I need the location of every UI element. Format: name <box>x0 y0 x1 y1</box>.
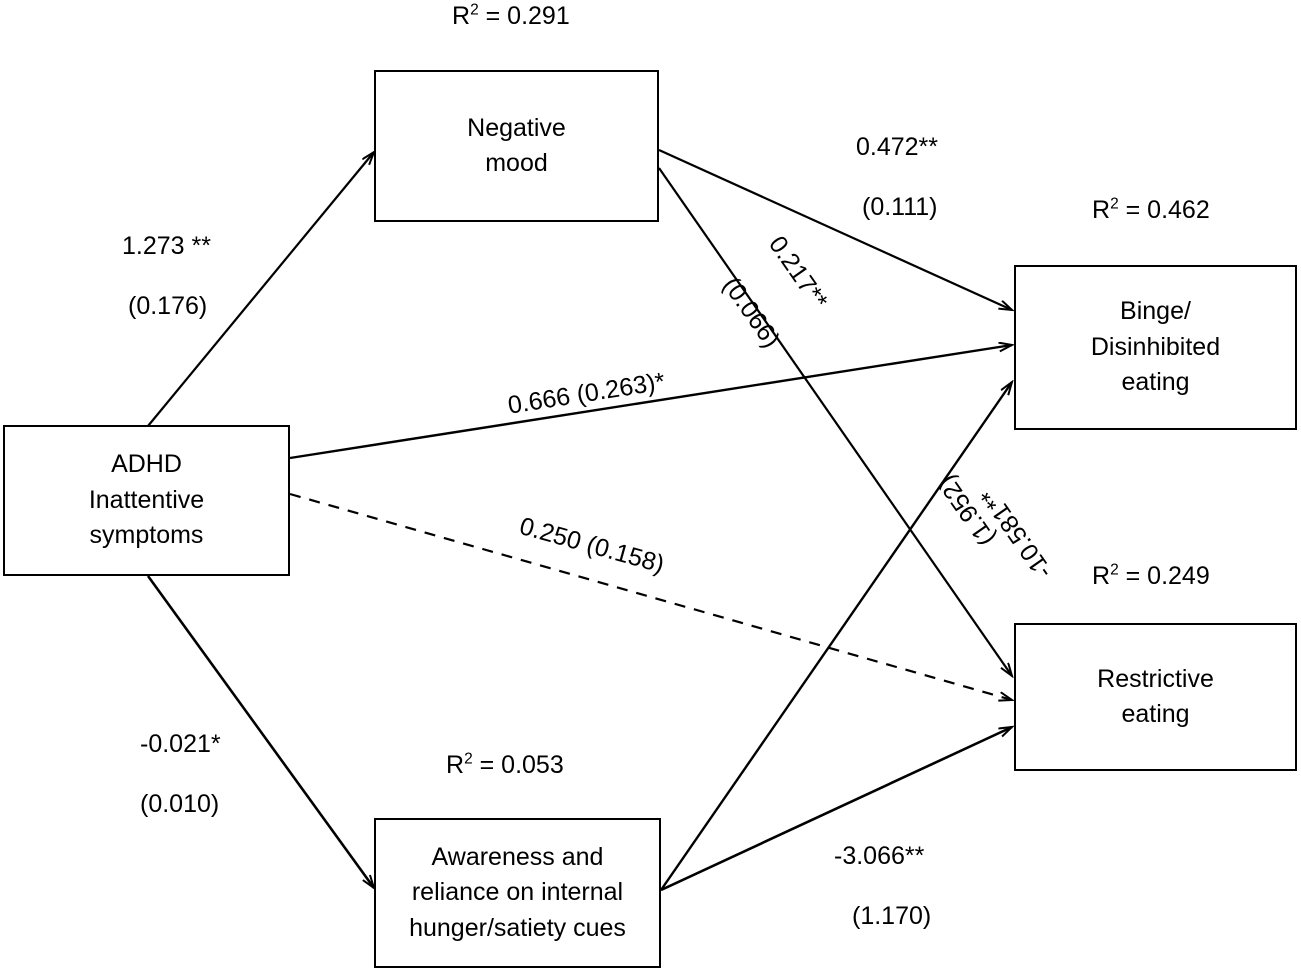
r-squared-exponent: 2 <box>1110 195 1119 213</box>
edge-label-adhd-awareness-se: (0.010) <box>140 790 220 818</box>
r-squared-symbol: R <box>1092 562 1111 590</box>
edge-label-adhd-negmood-estimate: 1.273 ** <box>122 232 211 260</box>
r-squared-symbol: R <box>446 751 465 779</box>
node-negative-mood[interactable]: Negative mood <box>374 70 659 222</box>
edge-label-negmood-binge-se: (0.111) <box>862 193 938 221</box>
edge-adhd-to-binge <box>289 345 1012 460</box>
r-squared-exponent: 2 <box>1110 561 1119 579</box>
edge-awareness-to-binge <box>660 382 1012 891</box>
r-squared-symbol: R <box>1092 196 1111 224</box>
r-squared-value: = 0.053 <box>472 751 564 779</box>
node-restrictive[interactable]: Restrictive eating <box>1014 623 1297 771</box>
edge-negative-mood-to-binge <box>658 148 1012 310</box>
edge-label-adhd-awareness-estimate: -0.021* <box>140 730 221 758</box>
node-awareness[interactable]: Awareness and reliance on internal hunge… <box>374 818 661 968</box>
r-squared-value: = 0.249 <box>1118 562 1210 590</box>
r-squared-negative-mood: R2 = 0.291 <box>452 2 570 31</box>
r-squared-restrictive: R2 = 0.249 <box>1092 562 1210 591</box>
edge-negative-mood-to-restrictive <box>658 167 1012 676</box>
r-squared-symbol: R <box>452 2 471 30</box>
edge-label-awareness-restrictive-estimate: -3.066** <box>834 842 925 870</box>
r-squared-exponent: 2 <box>464 750 473 768</box>
r-squared-value: = 0.462 <box>1118 196 1210 224</box>
edge-adhd-to-awareness <box>146 575 374 888</box>
node-adhd[interactable]: ADHD Inattentive symptoms <box>3 425 290 576</box>
node-binge[interactable]: Binge/ Disinhibited eating <box>1014 265 1297 430</box>
r-squared-awareness: R2 = 0.053 <box>446 751 564 780</box>
edge-label-negmood-binge-estimate: 0.472** <box>856 133 939 161</box>
r-squared-value: = 0.291 <box>478 2 570 30</box>
edge-label-adhd-negmood-se: (0.176) <box>128 292 208 320</box>
edge-label-awareness-restrictive-se: (1.170) <box>852 902 932 930</box>
edge-adhd-to-restrictive <box>289 492 1012 700</box>
edge-adhd-to-negative-mood <box>147 152 374 427</box>
r-squared-binge: R2 = 0.462 <box>1092 196 1210 225</box>
edge-awareness-to-restrictive <box>660 727 1012 892</box>
r-squared-exponent: 2 <box>470 1 479 19</box>
